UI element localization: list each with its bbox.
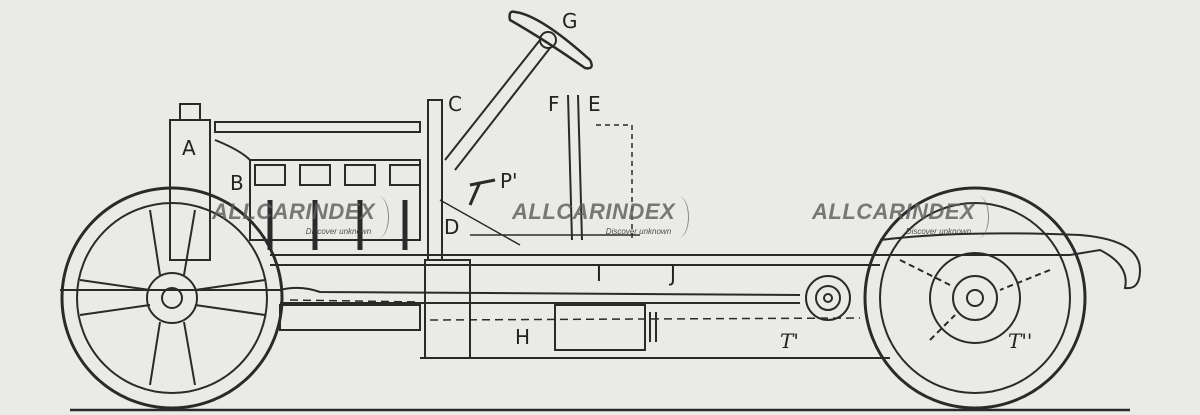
label-c: C [448,92,462,116]
watermark-brand: ALLCARINDEX [812,199,976,224]
label-j: J [670,262,676,286]
label-d: D [444,215,460,239]
label-a: A [182,136,196,160]
watermark-arc [968,196,990,238]
watermark-arc [668,196,690,238]
watermark-tagline: Discover unknown [905,227,972,236]
watermark: ALLCARINDEX Discover unknown [812,196,990,238]
watermark: ALLCARINDEX Discover unknown [512,196,690,238]
differential [805,275,851,321]
label-t-double-prime: T'' [1008,329,1033,353]
label-f: F [548,92,560,116]
levers [567,94,583,241]
frame [60,232,1142,304]
engine [214,121,421,331]
watermark-arc [368,196,390,238]
label-p-prime: P' [500,169,518,193]
watermark-tagline: Discover unknown [305,227,372,236]
label-h: H [515,325,531,349]
watermark-tagline: Discover unknown [605,227,672,236]
front-wheel [60,186,284,410]
watermark-brand: ALLCARINDEX [212,199,376,224]
label-g: G [562,9,578,33]
gearbox [554,304,646,351]
steering [444,10,593,171]
watermark: ALLCARINDEX Discover unknown [212,196,390,238]
pedal [468,178,496,206]
label-e: E [588,92,601,116]
dashboard [427,99,443,261]
label-t-prime: T' [780,329,799,353]
label-b: B [230,171,244,195]
label-i: I [596,262,602,286]
watermark-brand: ALLCARINDEX [512,199,676,224]
